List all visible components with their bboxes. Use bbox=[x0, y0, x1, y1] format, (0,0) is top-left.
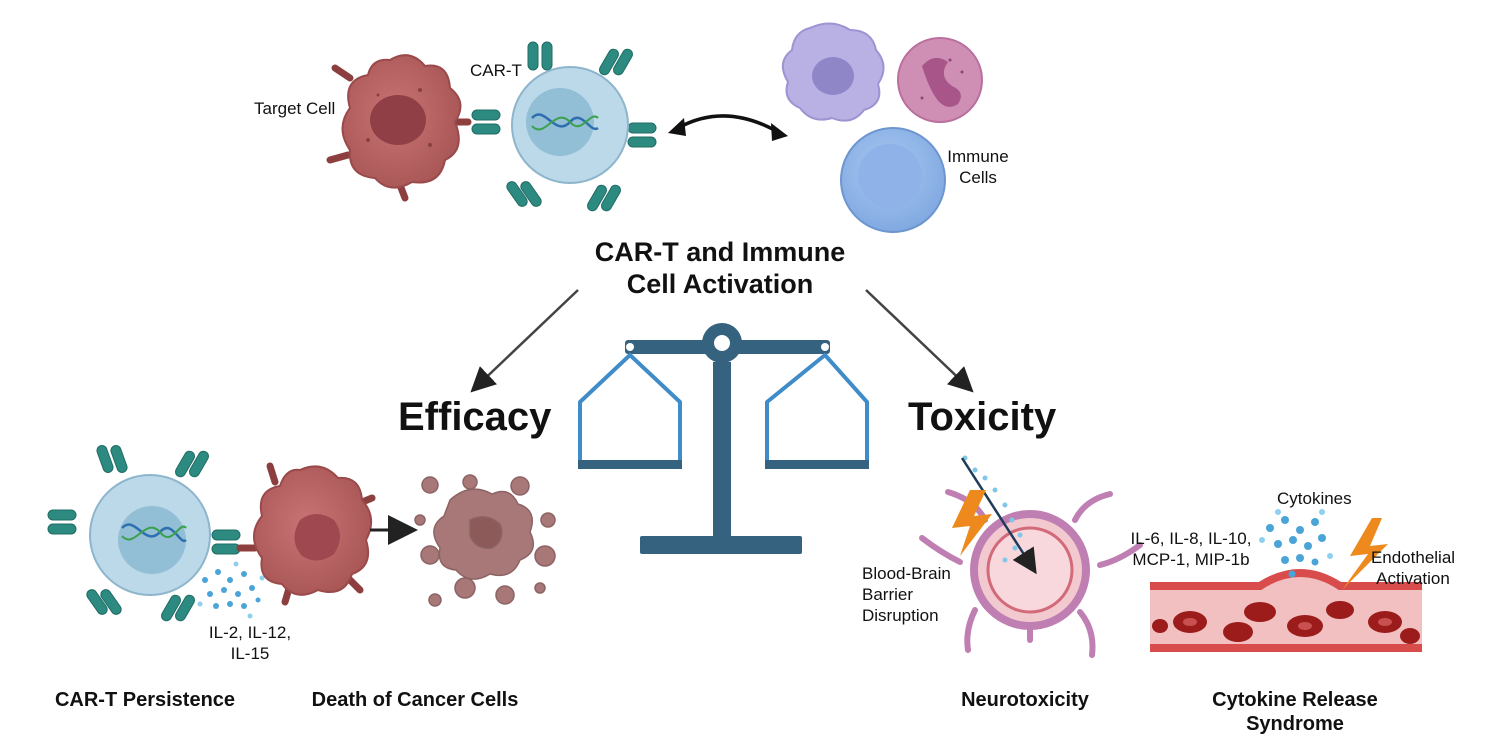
balance-scale bbox=[578, 323, 869, 554]
cart-cell-top bbox=[471, 41, 657, 212]
cytokine-list-label: IL-6, IL-8, IL-10, MCP-1, MIP-1b bbox=[1130, 529, 1252, 569]
blood-brain-barrier-illustration bbox=[919, 455, 1143, 658]
target-cell-label: Target Cell bbox=[254, 99, 336, 118]
cart-label: CAR-T bbox=[470, 61, 522, 80]
caption-death: Death of Cancer Cells bbox=[311, 689, 519, 711]
cytokine-dots-toxicity bbox=[1259, 509, 1333, 578]
arrow-to-efficacy bbox=[470, 289, 579, 393]
immune-cells-label: Immune Cells bbox=[947, 147, 1009, 187]
caption-neurotoxicity: Neurotoxicity bbox=[961, 689, 1089, 711]
cytokines-label: Cytokines bbox=[1277, 489, 1352, 508]
bbb-label: Blood-Brain Barrier Disruption bbox=[862, 564, 951, 625]
il-efficacy-label: IL-2, IL-12, IL-15 bbox=[208, 623, 292, 663]
caption-crs: Cytokine Release Syndrome bbox=[1212, 689, 1378, 735]
cytokine-dots-efficacy bbox=[197, 561, 265, 619]
lightning-icon bbox=[952, 490, 992, 556]
blood-vessel-illustration bbox=[1150, 509, 1422, 652]
cart-cell-efficacy bbox=[47, 445, 241, 622]
dead-cancer-cells bbox=[414, 474, 556, 607]
endothelial-label: Endothelial Activation bbox=[1370, 548, 1456, 588]
target-cell-top bbox=[326, 54, 472, 202]
arrow-to-toxicity bbox=[865, 289, 974, 393]
caption-persistence: CAR-T Persistence bbox=[54, 689, 236, 711]
double-arrow bbox=[677, 114, 779, 134]
toxicity-title: Toxicity bbox=[908, 395, 1057, 439]
target-cell-efficacy bbox=[236, 462, 376, 606]
efficacy-title: Efficacy bbox=[398, 395, 552, 439]
lightning-icon-endothelial bbox=[1342, 518, 1388, 590]
immune-cells bbox=[781, 22, 983, 233]
activation-heading: CAR-T and Immune Cell Activation bbox=[594, 237, 846, 299]
